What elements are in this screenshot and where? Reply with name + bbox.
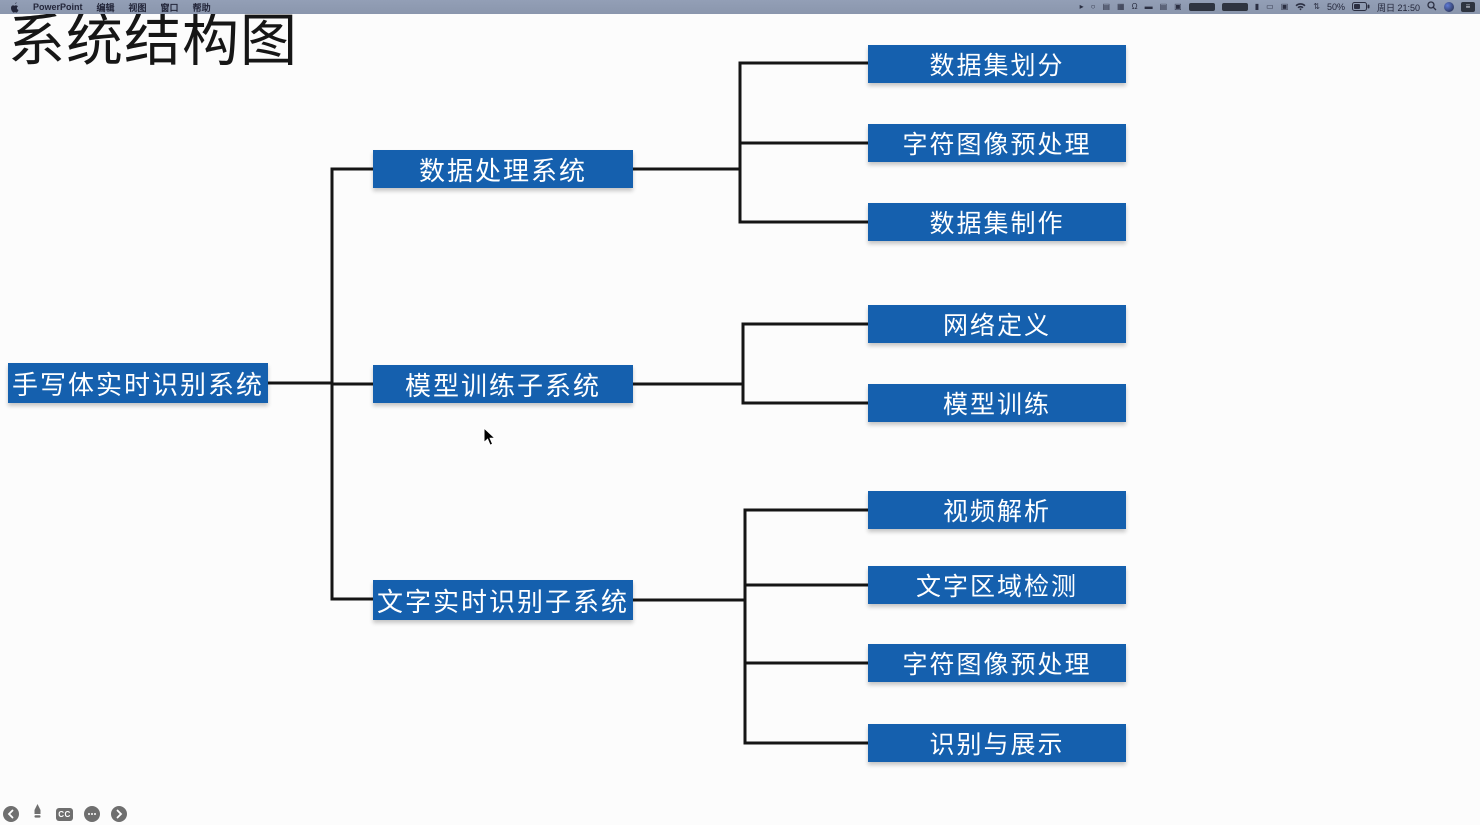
- node-label: 文字实时识别子系统: [376, 587, 629, 617]
- diagram-node-leaf-char-image-preprocess-1: 字符图像预处理: [868, 124, 1126, 162]
- diagram-node-branch-realtime-recognition: 文字实时识别子系统: [373, 580, 633, 620]
- diagram-node-leaf-char-image-preprocess-2: 字符图像预处理: [868, 644, 1126, 682]
- siri-icon[interactable]: [1444, 2, 1454, 12]
- node-label: 数据集制作: [929, 211, 1065, 238]
- node-label: 视频解析: [942, 499, 1051, 526]
- battery-percent-label: 50%: [1326, 2, 1345, 12]
- menubar: PowerPoint 编辑 视图 窗口 帮助 ▸ ○ ▤ ▦ Ω ▬ ▤ ▣ ▮…: [0, 0, 1480, 14]
- bell-icon[interactable]: Ω: [1131, 2, 1138, 11]
- diagram-node-leaf-video-parsing: 视频解析: [868, 491, 1126, 529]
- diagram-node-branch-model-training: 模型训练子系统: [373, 365, 633, 403]
- diagram-node-leaf-dataset-creation: 数据集制作: [868, 203, 1126, 241]
- menu-item-help[interactable]: 帮助: [192, 2, 211, 13]
- mouse-cursor: [483, 426, 497, 452]
- diagram-node-leaf-text-region-detection: 文字区域检测: [868, 566, 1126, 604]
- control-center-glyph: ≡: [1465, 2, 1471, 11]
- pen-button[interactable]: [29, 804, 46, 824]
- recording-pill[interactable]: [1221, 3, 1248, 11]
- battery-icon[interactable]: [1351, 1, 1370, 13]
- device-icon[interactable]: ▭: [1266, 2, 1274, 11]
- location-arrow-icon[interactable]: ▸: [1079, 2, 1084, 11]
- screen-mirroring-icon[interactable]: ▣: [1280, 2, 1289, 11]
- captions-icon: CC: [56, 807, 73, 821]
- menu-item-window[interactable]: 窗口: [160, 2, 179, 13]
- window-bars-icon[interactable]: ▤: [1102, 2, 1111, 11]
- search-icon[interactable]: [1427, 1, 1437, 13]
- divider-bar-icon[interactable]: ▮: [1254, 2, 1260, 11]
- node-label: 网络定义: [942, 313, 1051, 340]
- grid-icon[interactable]: ▦: [1117, 2, 1125, 11]
- menu-item-view[interactable]: 视图: [128, 2, 147, 13]
- camera-icon[interactable]: ▣: [1174, 2, 1182, 11]
- apple-menu-icon[interactable]: [10, 2, 19, 13]
- diagram-node-root: 手写体实时识别系统: [8, 363, 268, 403]
- diagram-node-leaf-network-definition: 网络定义: [868, 305, 1126, 343]
- presenter-controls: CC: [2, 804, 127, 824]
- clock-label[interactable]: 周日 21:50: [1376, 2, 1420, 13]
- node-label: 字符图像预处理: [902, 652, 1092, 679]
- wifi-icon[interactable]: [1295, 2, 1306, 13]
- slide-title: 系统结构图: [8, 10, 298, 73]
- diagram-node-leaf-dataset-split: 数据集划分: [868, 45, 1126, 83]
- ring-icon[interactable]: ○: [1090, 2, 1096, 11]
- ellipsis-icon: [83, 806, 100, 822]
- app-name[interactable]: PowerPoint: [33, 2, 83, 12]
- arrow-left-icon: [2, 806, 19, 822]
- screen-capture-pill[interactable]: [1188, 3, 1215, 11]
- pen-icon: [31, 804, 44, 824]
- node-label: 文字区域检测: [915, 574, 1078, 601]
- sync-arrows-icon[interactable]: ⇅: [1313, 2, 1320, 11]
- node-label: 模型训练: [942, 392, 1051, 419]
- node-label: 数据集划分: [929, 53, 1065, 80]
- menubar-status-area: ▸ ○ ▤ ▦ Ω ▬ ▤ ▣ ▮ ▭ ▣ ⇅ 50% 周日 21:50 ≡: [1080, 1, 1480, 14]
- menubar-left: PowerPoint 编辑 视图 窗口 帮助: [0, 1, 211, 14]
- widget-icon[interactable]: ▬: [1144, 2, 1153, 11]
- previous-button[interactable]: [2, 806, 19, 823]
- diagram-node-branch-data-processing: 数据处理系统: [373, 150, 633, 188]
- captions-button[interactable]: CC: [56, 806, 73, 823]
- node-label: 数据处理系统: [418, 156, 587, 186]
- more-options-button[interactable]: [83, 806, 100, 823]
- stats-icon[interactable]: ▤: [1159, 2, 1168, 11]
- diagram-node-leaf-recognition-display: 识别与展示: [868, 724, 1126, 762]
- arrow-right-icon: [110, 806, 127, 822]
- node-label: 识别与展示: [929, 732, 1065, 759]
- diagram-node-leaf-model-training: 模型训练: [868, 384, 1126, 422]
- node-label: 手写体实时识别系统: [11, 370, 264, 400]
- next-button[interactable]: [110, 806, 127, 823]
- control-center-icon[interactable]: ≡: [1461, 2, 1475, 12]
- node-label: 字符图像预处理: [902, 132, 1092, 159]
- menu-item-edit[interactable]: 编辑: [96, 2, 115, 13]
- node-label: 模型训练子系统: [404, 371, 601, 401]
